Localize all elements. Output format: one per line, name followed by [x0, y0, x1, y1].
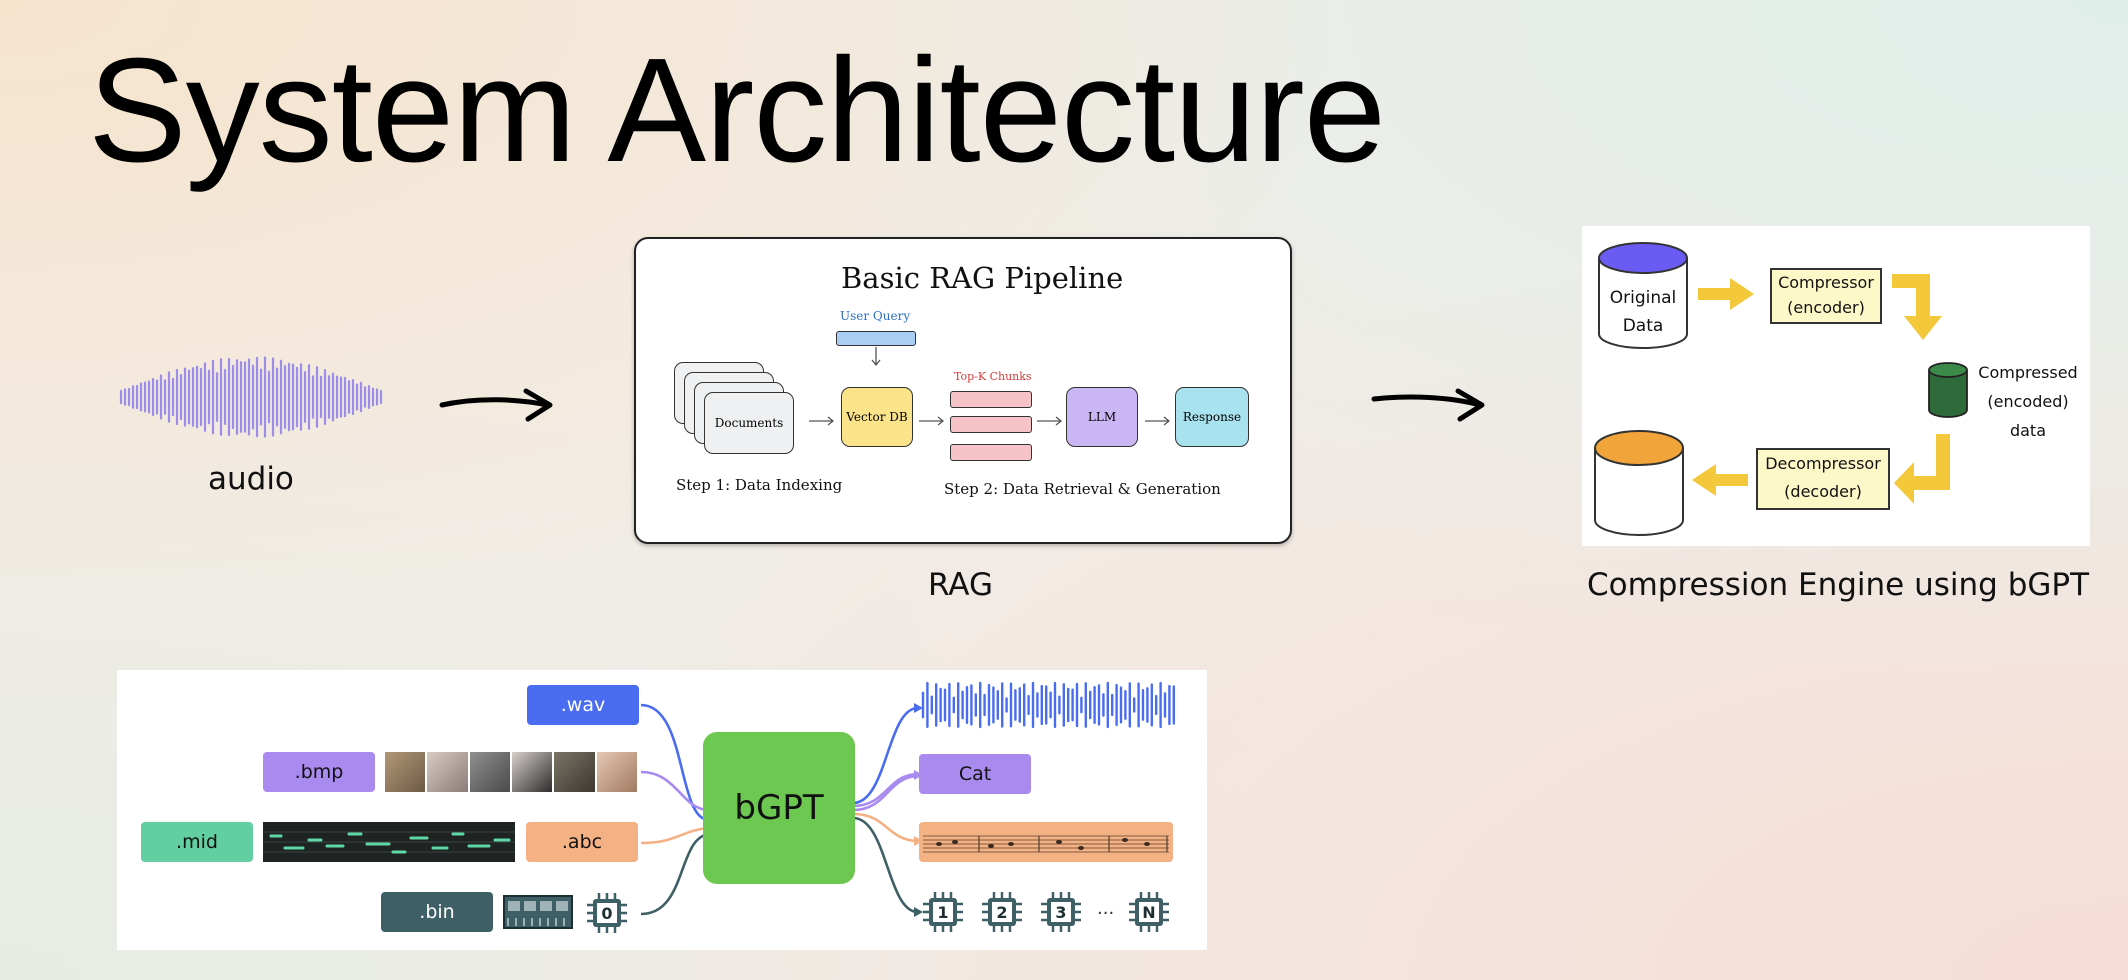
restored-data-cylinder-icon — [1594, 430, 1684, 536]
compressor-line-1: Compressor — [1778, 273, 1874, 292]
decompressor-line-2: (decoder) — [1784, 482, 1862, 501]
user-query-box — [836, 331, 916, 346]
arrow-left-icon — [1692, 464, 1748, 496]
decompressor-box: Decompressor (decoder) — [1756, 448, 1890, 510]
compressed-line-3: data — [2009, 421, 2047, 440]
audio-label: audio — [208, 461, 294, 497]
compressed-line-2: (encoded) — [1987, 392, 2069, 411]
arrow-icon — [439, 388, 553, 422]
mid-chip: .mid — [141, 822, 253, 862]
chip-icon: 0 — [587, 893, 627, 933]
bgpt-diagram-card: .wav .bmp .mid .abc .bin — [117, 670, 1207, 950]
chunk-bar — [950, 391, 1032, 408]
user-query-label: User Query — [840, 309, 911, 323]
midi-notes — [263, 831, 515, 854]
compressed-data-cylinder-icon — [1928, 362, 1968, 418]
bgpt-model-box: bGPT — [703, 732, 855, 884]
chip-icon: 1 — [923, 892, 963, 932]
arrow-down-icon — [1892, 274, 1942, 340]
compressed-data-label: Compressed (encoded) data — [1972, 358, 2084, 445]
original-data-cylinder-icon — [1598, 242, 1688, 349]
arrow-left-icon — [1894, 434, 1950, 504]
memory-module-icon — [503, 895, 573, 929]
arrow-right-icon — [809, 416, 835, 426]
chip-icon: 2 — [982, 892, 1022, 932]
arrow-right-icon — [1037, 416, 1063, 426]
rag-heading: Basic RAG Pipeline — [841, 261, 1124, 295]
wav-chip: .wav — [527, 685, 639, 725]
chip-outline — [923, 892, 963, 932]
original-data-text: Original Data — [1609, 288, 1677, 336]
bin-chip: .bin — [381, 892, 493, 932]
top-k-label: Top-K Chunks — [954, 370, 1032, 383]
rag-caption: RAG — [928, 567, 993, 603]
cat-thumbnail — [385, 752, 426, 792]
chunk-bar — [950, 444, 1032, 461]
arrow-right-icon — [1145, 416, 1171, 426]
chip-ellipsis: ... — [1097, 898, 1115, 919]
arrow-icon — [1371, 388, 1485, 422]
chip-icon: N — [1129, 892, 1169, 932]
bmp-chip: .bmp — [263, 752, 375, 792]
compressed-line-1: Compressed — [1978, 363, 2078, 382]
arrow-right-icon — [1698, 278, 1754, 310]
compression-caption: Compression Engine using bGPT — [1587, 567, 2090, 603]
chip-outline — [982, 892, 1022, 932]
cat-thumbnail — [596, 752, 637, 792]
page-title: System Architecture — [88, 28, 1386, 193]
compression-card: Original Data Compressor (encoder) Compr… — [1582, 226, 2090, 546]
cat-thumbnail — [469, 752, 510, 792]
audio-waveform — [119, 356, 383, 438]
original-data-label: Original Data — [1596, 284, 1690, 340]
llm-box: LLM — [1066, 387, 1138, 447]
rag-pipeline-card: Basic RAG Pipeline User Query Documents … — [634, 237, 1292, 544]
documents-box: Documents — [704, 392, 794, 454]
decompressor-line-1: Decompressor — [1765, 454, 1881, 473]
sheet-music-staff — [923, 835, 1169, 853]
arrow-right-icon — [919, 416, 945, 426]
chip-label: 3 — [1055, 902, 1067, 922]
chip-label: 2 — [996, 902, 1008, 922]
response-box: Response — [1175, 387, 1249, 447]
midi-piano-roll — [263, 822, 515, 862]
cat-thumbnail — [511, 752, 553, 792]
arrow-down-icon — [871, 347, 881, 367]
step-1-label: Step 1: Data Indexing — [676, 476, 843, 494]
vector-db-box: Vector DB — [841, 387, 913, 447]
chip-outline — [587, 893, 627, 933]
chip-icon: 3 — [1041, 892, 1081, 932]
compressor-box: Compressor (encoder) — [1770, 268, 1882, 324]
compressor-line-2: (encoder) — [1787, 298, 1865, 317]
cat-thumbnail — [427, 752, 468, 792]
chunk-bar — [950, 416, 1032, 433]
chip-outline — [1041, 892, 1081, 932]
abc-chip: .abc — [526, 822, 638, 862]
chip-label: 0 — [601, 903, 613, 923]
chip-label: 1 — [937, 902, 949, 922]
chip-outline — [1129, 892, 1169, 932]
output-waveform — [921, 681, 1176, 729]
sheet-music-strip — [919, 822, 1173, 862]
cat-thumbnail — [554, 752, 595, 792]
chip-label: N — [1142, 902, 1156, 922]
cat-image-strip — [385, 752, 637, 792]
cat-label-chip: Cat — [919, 754, 1031, 794]
step-2-label: Step 2: Data Retrieval & Generation — [944, 480, 1221, 498]
